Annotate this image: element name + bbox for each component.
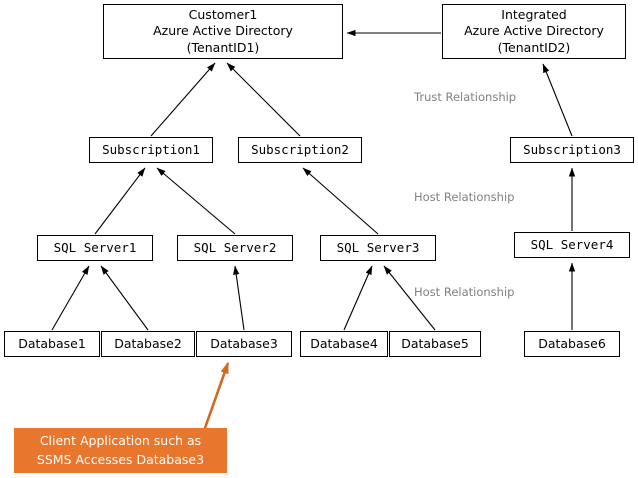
edge-sql-server2-to-subscription1 [156, 167, 236, 235]
node-database1[interactable]: Database1 [4, 331, 100, 357]
node-database6[interactable]: Database6 [524, 331, 620, 357]
node-subscription1[interactable]: Subscription1 [89, 137, 213, 163]
subscription1-label: Subscription1 [102, 141, 200, 157]
node-sql-server3[interactable]: SQL Server3 [320, 235, 436, 261]
subscription2-label: Subscription2 [251, 141, 349, 157]
edge-label-trust-relationship: Trust Relationship [414, 90, 517, 104]
callout-client-application[interactable]: Client Application such as SSMS Accesses… [14, 428, 227, 473]
sql-server1-label: SQL Server1 [53, 239, 137, 255]
integrated-aad-line-3: (TenantID2) [497, 39, 571, 55]
edge-subscription1-to-customer1-aad [150, 62, 216, 137]
node-database2[interactable]: Database2 [101, 331, 195, 357]
edge-subscription3-to-integrated-aad [542, 63, 573, 137]
edge-sql-server3-to-subscription2 [302, 167, 379, 235]
node-database5[interactable]: Database5 [389, 331, 481, 357]
node-subscription3[interactable]: Subscription3 [510, 137, 634, 163]
database3-label: Database3 [210, 335, 278, 351]
integrated-aad-line-2: Azure Active Directory [464, 23, 604, 39]
database1-label: Database1 [18, 335, 86, 351]
edge-label-host-relationship-subscription: Host Relationship [414, 190, 515, 204]
database2-label: Database2 [114, 335, 182, 351]
node-sql-server2[interactable]: SQL Server2 [177, 235, 293, 261]
node-database4[interactable]: Database4 [300, 331, 388, 357]
edge-database3-to-sql-server2 [233, 265, 245, 331]
integrated-aad-line-1: Integrated [501, 6, 567, 22]
subscription3-label: Subscription3 [523, 141, 621, 157]
customer1-aad-line-3: (TenantID1) [186, 39, 260, 55]
edge-subscription2-to-customer1-aad [226, 62, 301, 137]
customer1-aad-line-1: Customer1 [188, 6, 258, 22]
edge-database4-to-sql-server3 [343, 265, 373, 331]
database5-label: Database5 [401, 335, 469, 351]
database6-label: Database6 [538, 335, 606, 351]
customer1-aad-line-2: Azure Active Directory [153, 23, 293, 39]
database4-label: Database4 [310, 335, 378, 351]
sql-server2-label: SQL Server2 [193, 239, 277, 255]
node-sql-server4[interactable]: SQL Server4 [514, 232, 630, 258]
sql-server3-label: SQL Server3 [336, 239, 420, 255]
edge-sql-server1-to-subscription1 [94, 167, 146, 235]
edge-client-application-to-database3 [203, 362, 230, 429]
node-customer1-aad[interactable]: Customer1 Azure Active Directory (Tenant… [103, 4, 343, 59]
sql-server4-label: SQL Server4 [530, 236, 614, 252]
node-database3[interactable]: Database3 [196, 331, 292, 357]
edge-label-host-relationship-database: Host Relationship [414, 285, 515, 299]
node-sql-server1[interactable]: SQL Server1 [37, 235, 153, 261]
node-subscription2[interactable]: Subscription2 [238, 137, 362, 163]
edge-database2-to-sql-server1 [100, 265, 149, 331]
edge-database1-to-sql-server1 [51, 265, 90, 331]
callout-line-2: SSMS Accesses Database3 [36, 451, 205, 467]
callout-line-1: Client Application such as [39, 433, 202, 449]
node-integrated-aad[interactable]: Integrated Azure Active Directory (Tenan… [442, 4, 626, 59]
